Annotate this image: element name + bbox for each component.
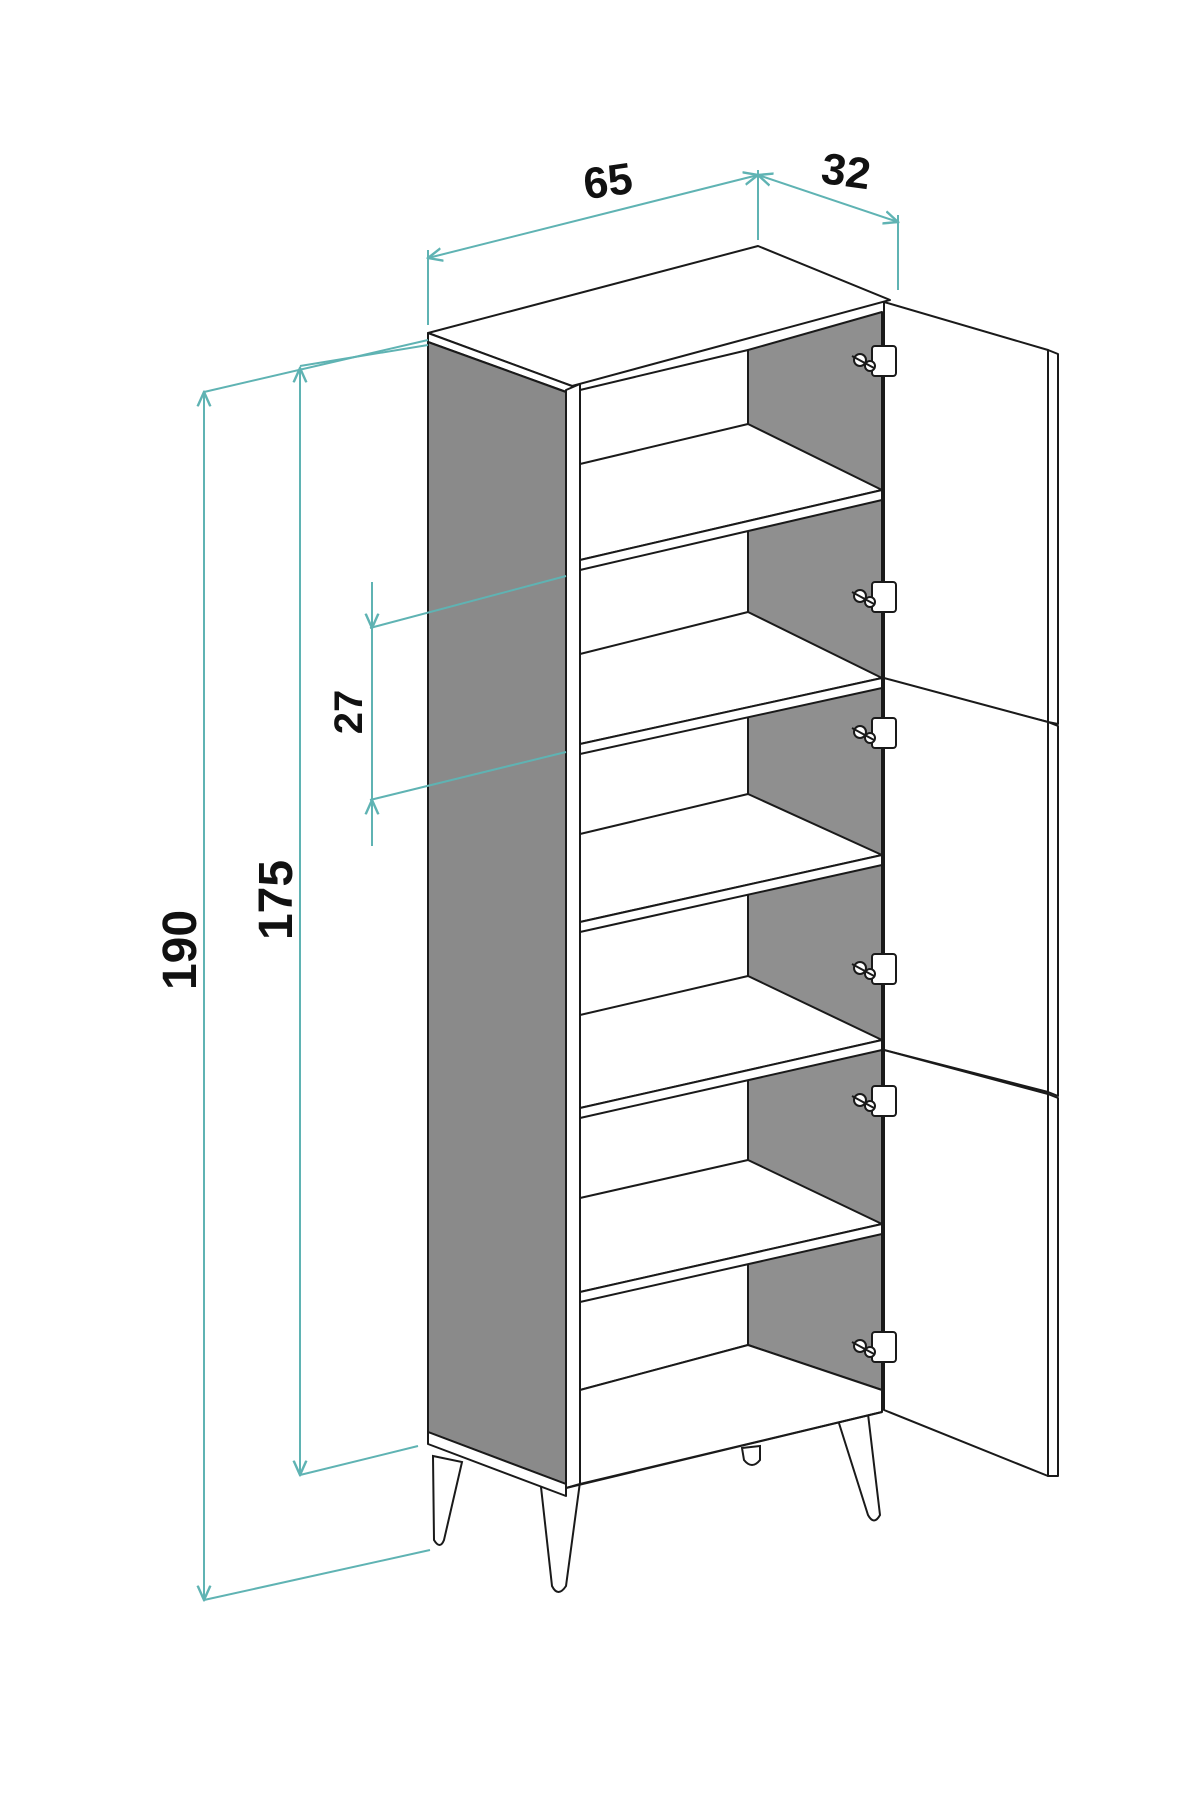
side-panel: [427, 341, 567, 1485]
leg-front-right: [538, 1476, 582, 1593]
hinge-icon: [851, 345, 897, 377]
total-height-label: 190: [154, 910, 207, 990]
bottom-panel: [579, 1344, 883, 1485]
shelf-4: [579, 975, 883, 1119]
cabinet-doors: [883, 301, 1059, 1477]
width-label: 65: [580, 154, 635, 209]
shelves: [579, 423, 883, 1303]
leg-back-right: [836, 1412, 882, 1522]
hinges: [851, 345, 897, 1363]
body-height-label: 175: [250, 860, 303, 940]
door-bottom: [883, 1049, 1059, 1477]
hinge-icon: [851, 953, 897, 985]
dimension-shelf-spacing: [370, 575, 567, 846]
shelf-5: [579, 1159, 883, 1303]
hinge-icon: [851, 1085, 897, 1117]
door-middle: [883, 677, 1059, 1097]
dimension-total-height: [204, 339, 431, 1600]
cabinet-legs: [431, 1412, 882, 1593]
hinge-icon: [851, 1331, 897, 1363]
depth-label: 32: [818, 144, 873, 199]
shelf-spacing-label: 27: [327, 690, 371, 735]
leg-front-left: [431, 1454, 464, 1546]
shelf-1: [579, 423, 883, 571]
leg-back-middle: [740, 1444, 761, 1466]
shelf-3: [579, 793, 883, 933]
door-top: [883, 301, 1059, 725]
dimension-labels: 65 32 190 175 27: [154, 144, 874, 990]
dimension-lines: [204, 170, 898, 1600]
front-edge: [565, 383, 581, 1489]
shelf-2: [579, 611, 883, 755]
dimension-body-height: [300, 344, 429, 1475]
hinge-icon: [851, 717, 897, 749]
hinge-icon: [851, 581, 897, 613]
dimension-depth: [758, 175, 898, 290]
base-strip: [427, 1431, 567, 1497]
